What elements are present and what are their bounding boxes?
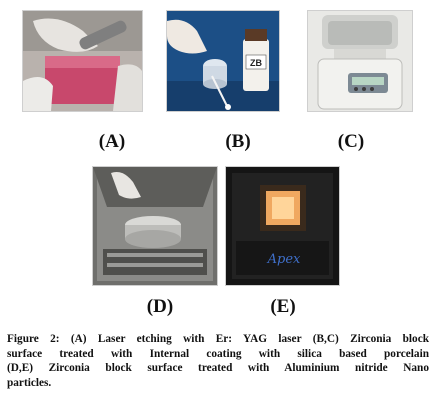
panel-a-label: (A) bbox=[98, 131, 126, 152]
laser-etching-photo bbox=[23, 11, 142, 111]
panel-a-photo bbox=[22, 10, 143, 112]
panel-c-label: (C) bbox=[337, 131, 365, 152]
panel-b-label: (B) bbox=[225, 131, 251, 152]
caption-line: particles. bbox=[7, 376, 52, 389]
sputter-chamber-photo bbox=[93, 167, 217, 285]
figure-caption: Figure 2: (A) Laser etching with Er: YAG… bbox=[7, 332, 429, 390]
panel-d-photo bbox=[92, 166, 218, 286]
deposition-chamber-glow-photo: Apex bbox=[226, 167, 339, 285]
panel-c-photo bbox=[307, 10, 413, 112]
caption-line: (D,E) Zirconia block surface treated wit… bbox=[7, 362, 429, 375]
silica-coating-photo: ZB bbox=[167, 11, 279, 111]
caption-line: Figure 2: (A) Laser etching with Er: YAG… bbox=[7, 333, 429, 345]
panel-e-label: (E) bbox=[270, 296, 296, 317]
bottle-label-text: ZB bbox=[250, 58, 262, 68]
porcelain-furnace-photo bbox=[308, 11, 412, 111]
panel-e-photo: Apex bbox=[225, 166, 340, 286]
chamber-brand-text: Apex bbox=[267, 252, 301, 267]
panel-d-label: (D) bbox=[146, 296, 174, 317]
panel-b-photo: ZB bbox=[166, 10, 280, 112]
caption-line: surface treated with Internal coating wi… bbox=[7, 347, 429, 360]
